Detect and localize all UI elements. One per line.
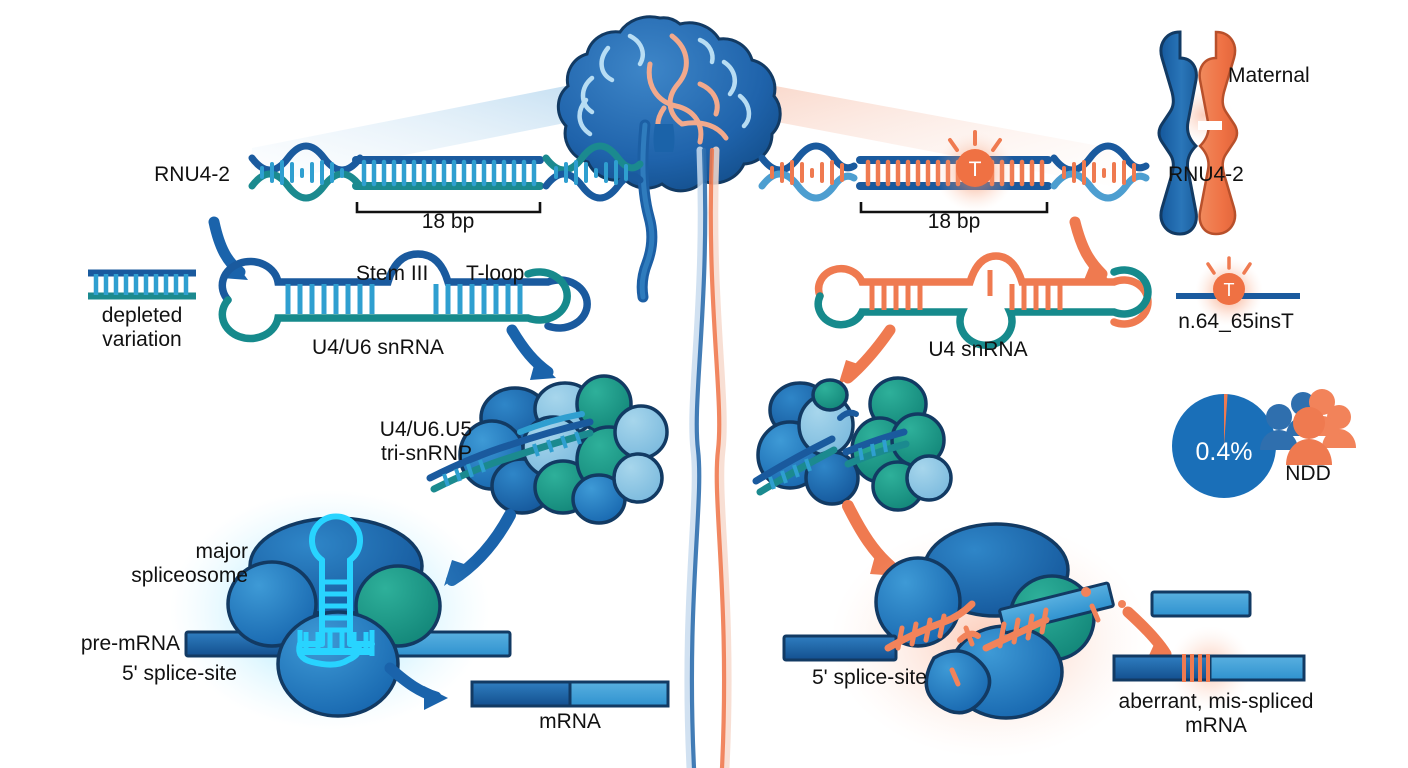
dna-left [248, 142, 644, 214]
dna-right: T [758, 130, 1150, 214]
brain-icon [556, 15, 782, 303]
label-rnu4-2-left: RNU4-2 [154, 163, 230, 186]
variant-icon-letter: T [1224, 280, 1235, 300]
label-trisnrnp: U4/U6.U5 tri-snRNP [379, 418, 472, 465]
aberrant-base-pairs [884, 587, 1126, 687]
label-major-spliceosome: major spliceosome [131, 540, 248, 587]
legend-depleted-variation-swatch [88, 269, 196, 300]
disassembled-rna [752, 409, 910, 496]
arrow-spliceosome-to-mrna [384, 662, 448, 710]
label-18bp-left: 18 bp [421, 210, 475, 233]
arrow-u4-to-disassembly [838, 324, 896, 386]
label-variant-notation: n.64_65insT [1178, 310, 1294, 333]
label-splice-site-right: 5' splice-site [812, 666, 927, 689]
label-mrna: mRNA [539, 710, 601, 733]
people-icon [1260, 389, 1356, 465]
variant-rays [948, 130, 1002, 152]
ndd-pie-chart: 0.4% [1172, 393, 1276, 498]
arrow-right-dna-to-snrna [1069, 216, 1110, 282]
variant-base-marker [956, 149, 994, 187]
label-18bp-right: 18 bp [927, 210, 981, 233]
aberrant-mrna-product [1112, 626, 1306, 710]
label-aberrant-mrna: aberrant, mis-spliced mRNA [1118, 690, 1314, 737]
variant-position-icon: T [1176, 256, 1300, 326]
mrna-product [470, 680, 670, 708]
splice-site-base-pairs [297, 630, 375, 656]
variant-base-text: T [969, 158, 982, 181]
u4-snrna-structure [814, 252, 1152, 349]
label-ndd: NDD [1285, 462, 1331, 485]
label-u4u6-snrna: U4/U6 snRNA [312, 336, 444, 359]
u4u6-snrna-structure [218, 250, 591, 343]
label-depleted-variation: depleted variation [101, 304, 183, 351]
label-t-loop: T-loop [466, 262, 525, 285]
brain-beam-left [250, 72, 640, 186]
disassembled-trisnrnp [756, 376, 953, 512]
label-rnu4-2-right: RNU4-2 [1168, 163, 1244, 186]
label-u4-snrna: U4 snRNA [928, 338, 1028, 361]
pie-slice-variant [1224, 393, 1228, 446]
center-divider [684, 146, 732, 768]
splice-site-strand [298, 648, 374, 655]
label-pre-mrna: pre-mRNA [80, 632, 180, 655]
label-splice-site-left: 5' splice-site [122, 662, 237, 685]
chromosome-icon [1157, 30, 1239, 236]
label-stem-iii: Stem III [356, 262, 429, 285]
label-maternal: Maternal [1228, 64, 1310, 87]
pie-center-label: 0.4% [1196, 438, 1253, 466]
detached-exon [1150, 590, 1252, 618]
trisnrnp-complex [426, 374, 669, 525]
chromosome-band [1198, 121, 1222, 130]
arrow-snrna-to-trisnrnp [506, 324, 556, 380]
